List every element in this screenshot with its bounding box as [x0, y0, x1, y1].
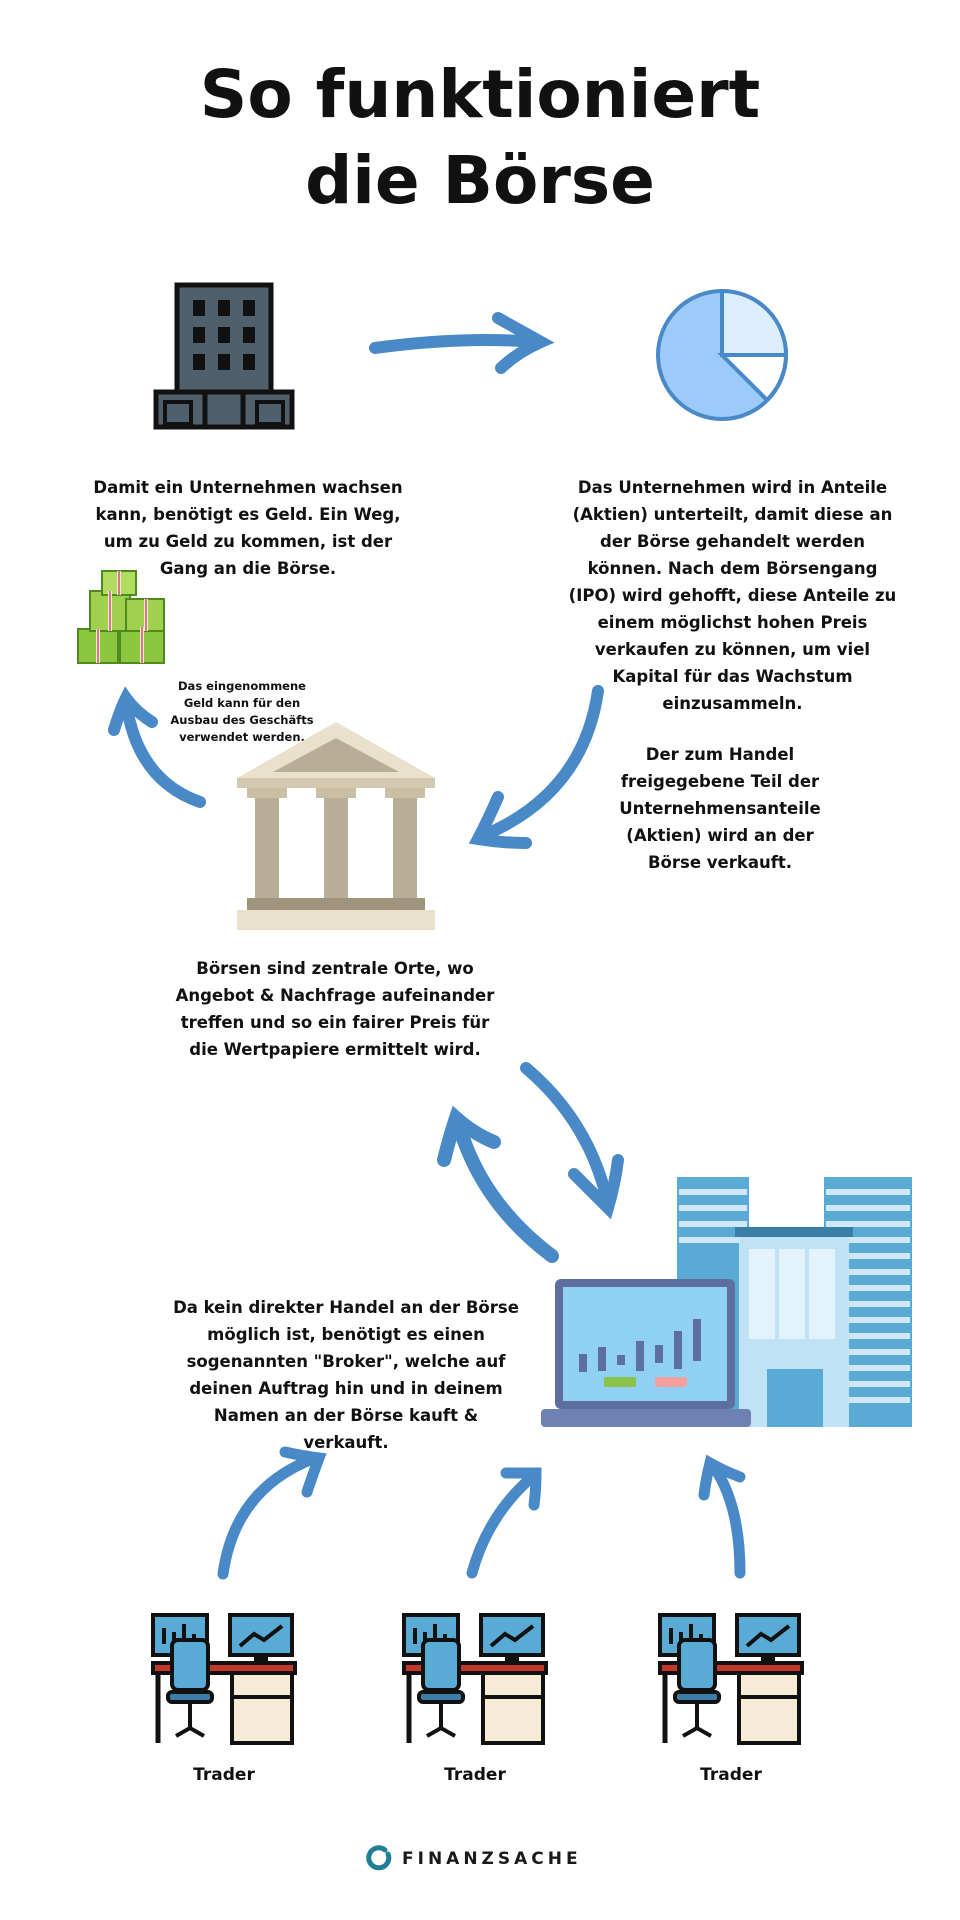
company-text: Damit ein Unternehmen wachsen kann, benö…	[93, 478, 403, 578]
trader-desk-icon	[401, 1612, 549, 1746]
broker-laptop-and-office-icon	[541, 1177, 912, 1427]
brand-logo: FINANZSACHE	[366, 1845, 582, 1873]
arrow-up-right-icon	[217, 1446, 327, 1580]
office-building-icon	[153, 282, 295, 430]
arrow-up-left-icon	[108, 686, 206, 808]
trader-label: Trader	[193, 1765, 255, 1785]
stock-exchange-building-icon	[237, 722, 435, 930]
trader-label: Trader	[700, 1765, 762, 1785]
sale-text: Der zum Handel freigegebene Teil der Unt…	[619, 745, 821, 872]
arrow-up-right-icon	[466, 1467, 542, 1579]
pie-chart-icon	[656, 288, 789, 421]
trader-desk-icon	[151, 1613, 297, 1745]
arrow-down-left-icon	[468, 685, 604, 849]
money-text: Das eingenommene Geld kann für den Ausba…	[170, 679, 314, 744]
trader-desk-icon	[657, 1612, 805, 1746]
finanzsache-logo-icon	[366, 1845, 392, 1871]
exchange-text: Börsen sind zentrale Orte, wo Angebot & …	[175, 959, 495, 1059]
shares-text: Das Unternehmen wird in Anteile (Aktien)…	[568, 478, 897, 713]
brand-name: FINANZSACHE	[402, 1849, 582, 1869]
trader-label: Trader	[444, 1765, 506, 1785]
arrow-up-left-icon	[437, 1105, 559, 1263]
arrow-up-icon	[698, 1454, 746, 1579]
money-stack-icon	[77, 570, 165, 664]
arrow-down-right-icon	[520, 1062, 624, 1220]
broker-text: Da kein direkter Handel an der Börse mög…	[173, 1298, 519, 1452]
arrow-right-icon	[369, 312, 555, 374]
page-title: So funktioniert die Börse	[199, 56, 761, 219]
